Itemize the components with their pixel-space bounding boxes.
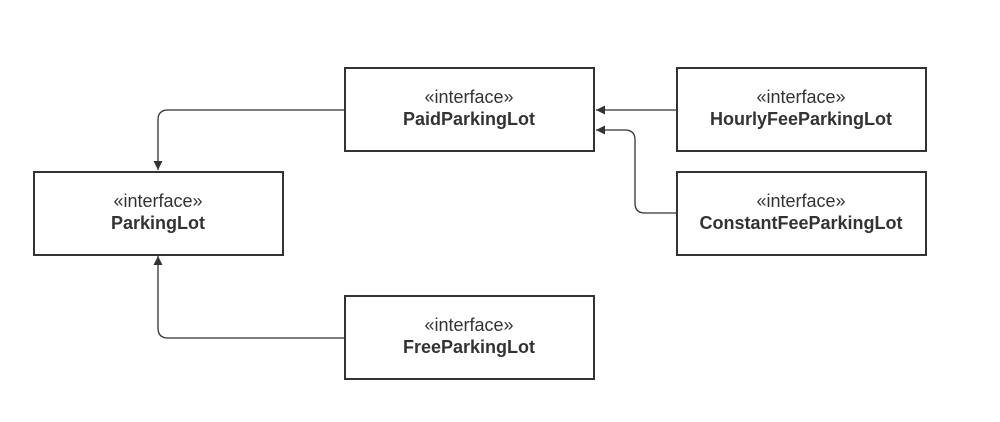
- stereotype-label: «interface»: [424, 87, 513, 107]
- stereotype-label: «interface»: [756, 191, 845, 211]
- interface-name: FreeParkingLot: [403, 337, 535, 357]
- interface-name: HourlyFeeParkingLot: [710, 109, 892, 129]
- edge-constant-to-paid: [596, 125, 677, 214]
- node-free-parking-lot[interactable]: «interface» FreeParkingLot: [344, 295, 595, 380]
- node-hourly-fee-parking-lot[interactable]: «interface» HourlyFeeParkingLot: [676, 67, 927, 152]
- interface-name: PaidParkingLot: [403, 109, 535, 129]
- node-parking-lot[interactable]: «interface» ParkingLot: [33, 171, 284, 256]
- stereotype-label: «interface»: [113, 191, 202, 211]
- node-box: [676, 67, 927, 152]
- node-box: [33, 171, 284, 256]
- node-paid-parking-lot[interactable]: «interface» PaidParkingLot: [344, 67, 595, 152]
- interface-name: ParkingLot: [111, 213, 205, 233]
- node-constant-fee-parking-lot[interactable]: «interface» ConstantFeeParkingLot: [676, 171, 927, 256]
- node-box: [344, 67, 595, 152]
- interface-name: ConstantFeeParkingLot: [699, 213, 902, 233]
- node-box: [676, 171, 927, 256]
- stereotype-label: «interface»: [424, 315, 513, 335]
- node-box: [344, 295, 595, 380]
- edge-paid-to-parkinglot: [153, 109, 345, 170]
- edge-free-to-parkinglot: [153, 256, 345, 339]
- stereotype-label: «interface»: [756, 87, 845, 107]
